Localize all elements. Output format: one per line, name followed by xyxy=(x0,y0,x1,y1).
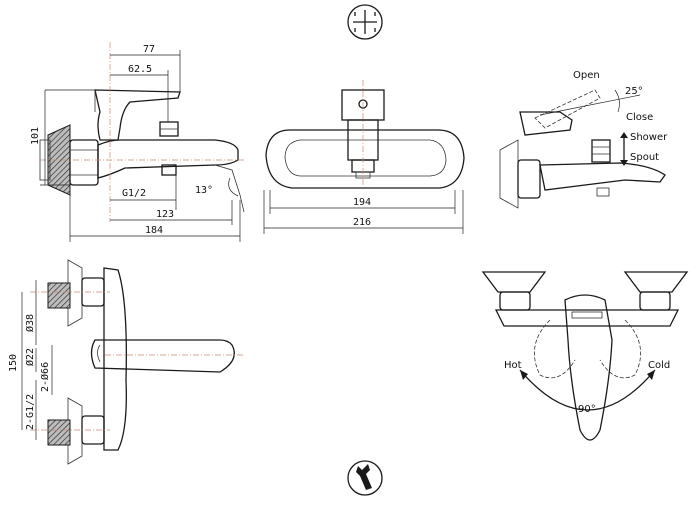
dim-62-5: 62.5 xyxy=(128,64,152,75)
dim-150: 150 xyxy=(8,354,19,372)
dim-194: 194 xyxy=(353,197,371,208)
dim-38: Ø38 xyxy=(24,314,36,332)
dim-22: Ø22 xyxy=(24,348,36,366)
label-cold: Cold xyxy=(648,360,670,371)
label-open: Open xyxy=(573,70,600,81)
label-hot: Hot xyxy=(504,360,522,371)
dim-g12: 2-G1/2 xyxy=(25,394,36,430)
rotation-view: Hot Cold 90° xyxy=(481,271,689,441)
dim-66: 2-Ø66 xyxy=(39,362,51,392)
dim-184: 184 xyxy=(145,225,163,236)
label-angle-25: 25° xyxy=(625,86,643,97)
label-angle-90: 90° xyxy=(578,404,596,415)
dim-77: 77 xyxy=(143,44,155,55)
label-spout: Spout xyxy=(630,152,659,163)
dim-123: 123 xyxy=(156,209,174,220)
dim-216: 216 xyxy=(353,217,371,228)
four-way-tap-icon xyxy=(347,4,383,40)
dim-angle: 13° xyxy=(195,185,213,196)
front-view: 194 216 xyxy=(263,80,465,234)
label-close: Close xyxy=(626,112,653,123)
top-view: 150 Ø38 Ø22 2-Ø66 2-G1/2 xyxy=(8,259,245,465)
dim-thread: G1/2 xyxy=(122,188,146,199)
side-view: 77 62.5 101 G1/2 13° 123 184 xyxy=(30,42,245,242)
operation-view: Open 25° Close Shower Spout xyxy=(499,70,668,209)
dim-101: 101 xyxy=(30,127,41,145)
label-shower: Shower xyxy=(630,132,668,143)
wrench-icon xyxy=(347,460,383,496)
